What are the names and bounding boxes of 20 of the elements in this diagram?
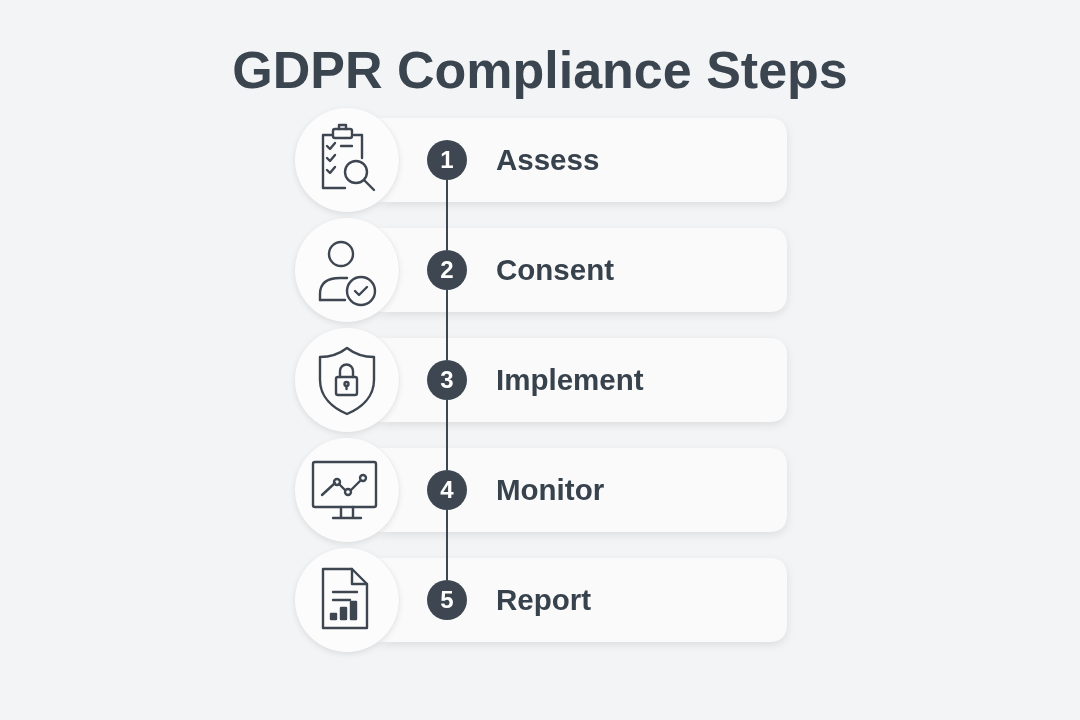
step-card [378, 228, 787, 312]
step-card [378, 448, 787, 532]
step-number-circle: 4 [427, 470, 467, 510]
step-label: Implement [496, 363, 644, 397]
connector-line [446, 399, 448, 471]
step-number-circle: 5 [427, 580, 467, 620]
step-label: Report [496, 583, 592, 617]
connector-line [446, 289, 448, 361]
step-label: Monitor [496, 473, 605, 507]
step-number-circle: 2 [427, 250, 467, 290]
connector-line [446, 179, 448, 251]
connector-line [446, 509, 448, 581]
step-card [378, 558, 787, 642]
step-card [378, 118, 787, 202]
step-label: Consent [496, 253, 614, 287]
step-card [378, 338, 787, 422]
title: GDPR Compliance Steps [232, 40, 848, 101]
step-label: Assess [496, 143, 600, 177]
step-number-circle: 1 [427, 140, 467, 180]
step-number-circle: 3 [427, 360, 467, 400]
